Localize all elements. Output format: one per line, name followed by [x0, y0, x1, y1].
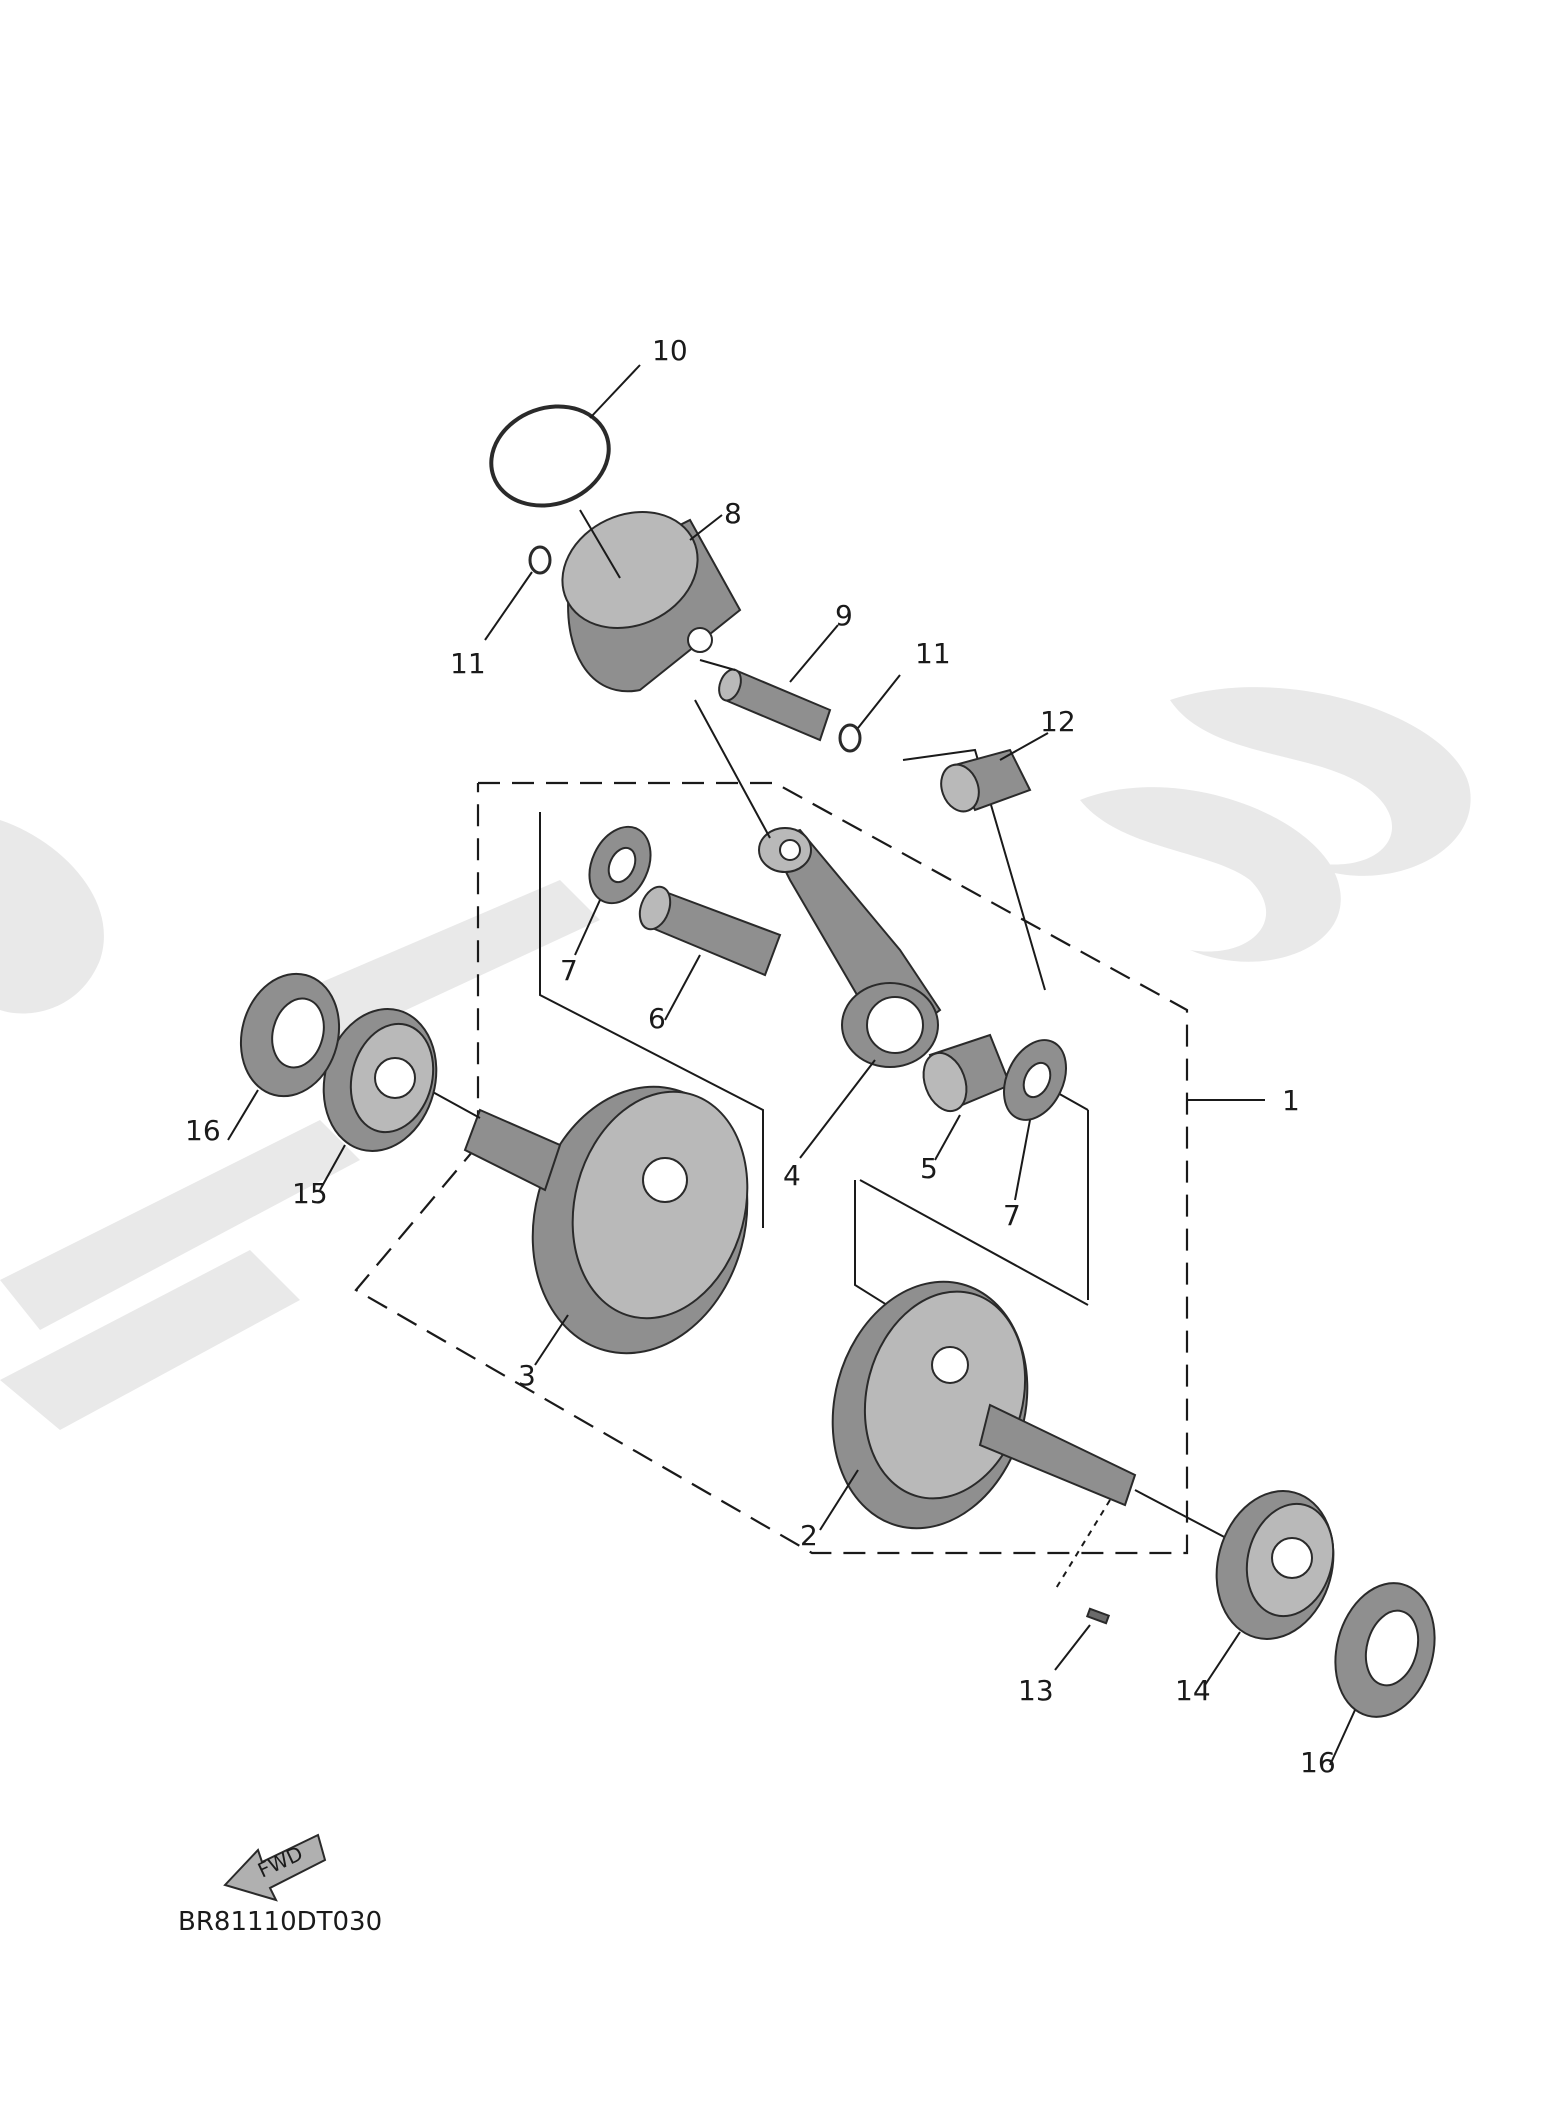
callout-8: 8 [724, 497, 742, 530]
callout-9: 9 [835, 599, 853, 632]
piston-pin [718, 668, 832, 742]
leader-10 [589, 364, 641, 419]
leader-16b [1329, 1709, 1356, 1766]
callout-7-bottom: 7 [1003, 1199, 1021, 1232]
shaft-axis-right [1134, 1489, 1231, 1541]
pin-axis [699, 659, 736, 671]
connecting-rod [758, 827, 942, 1068]
callout-16-left: 16 [185, 1114, 221, 1147]
leader-14 [1204, 1631, 1241, 1686]
woodruff-key [1085, 1607, 1111, 1625]
piston [561, 511, 742, 693]
bracket-frame-bearing12 [902, 748, 1046, 991]
callout-12: 12 [1040, 705, 1076, 738]
bracket-frame-crank-top [859, 1179, 1089, 1306]
callout-7-top: 7 [560, 954, 578, 987]
leader-11b [857, 674, 901, 729]
leader-8 [689, 514, 723, 541]
thrust-washer-top [588, 825, 652, 905]
key-axis [1054, 1499, 1111, 1591]
thrust-washer-bottom [1003, 1039, 1067, 1121]
callout-4: 4 [783, 1159, 801, 1192]
small-end-bearing [940, 748, 1032, 813]
leader-4 [799, 1059, 876, 1159]
callout-15: 15 [292, 1177, 328, 1210]
bearing-left [322, 1008, 438, 1152]
leader-9 [789, 624, 839, 683]
leader-11a [484, 571, 533, 641]
drawing-code: BR81110DT030 [178, 1907, 382, 1937]
leader-3 [534, 1314, 569, 1366]
oil-seal-left [239, 972, 341, 1098]
leader-8-ring [579, 509, 621, 579]
callout-2: 2 [800, 1519, 818, 1552]
callout-1: 1 [1282, 1084, 1300, 1117]
callout-10: 10 [652, 334, 688, 367]
leader-13 [1054, 1624, 1091, 1671]
callout-13: 13 [1018, 1674, 1054, 1707]
callout-3: 3 [518, 1359, 536, 1392]
leader-15 [319, 1144, 346, 1191]
callout-14: 14 [1175, 1674, 1211, 1707]
callout-6: 6 [648, 1002, 666, 1035]
leader-7a [574, 899, 601, 956]
callout-16-right: 16 [1300, 1746, 1336, 1779]
assembly-outline [354, 781, 1189, 1555]
leader-2 [819, 1469, 859, 1531]
leader-12 [999, 732, 1049, 761]
piston-pin-clip-right [838, 723, 862, 753]
bearing-right [1215, 1490, 1335, 1640]
fwd-arrow-icon: FWD [223, 1833, 327, 1902]
leader-5 [934, 1114, 961, 1161]
oil-seal-right [1334, 1582, 1436, 1718]
callout-11-right: 11 [915, 637, 951, 670]
piston-pin-clip-left [528, 545, 552, 575]
leader-6 [664, 954, 701, 1021]
crank-pin [638, 885, 782, 977]
rod-axis [694, 699, 771, 839]
crankshaft-right-half [831, 1280, 1137, 1530]
leader-16a [227, 1089, 259, 1141]
leader-7b [1014, 1119, 1031, 1201]
watermark [0, 687, 1471, 1430]
piston-ring [489, 404, 611, 508]
bracket-frame-left [539, 812, 764, 1228]
crankshaft-left-half [463, 1085, 749, 1355]
callout-11-left: 11 [450, 647, 486, 680]
callout-5: 5 [920, 1152, 938, 1185]
